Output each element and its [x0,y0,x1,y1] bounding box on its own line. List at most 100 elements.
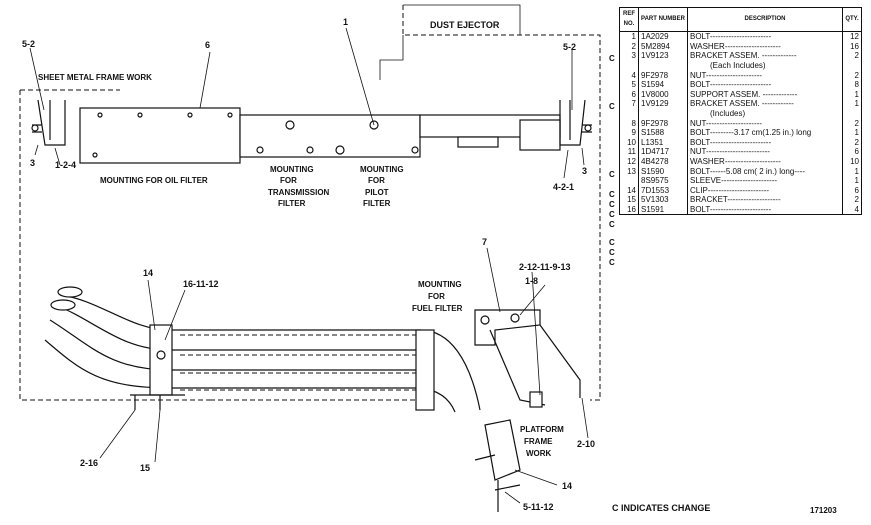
cell-ref: 11 [619,147,639,157]
cell-part: 1D4717 [638,147,688,157]
cell-part: 4B4278 [638,156,688,167]
cell-ref: 16 [619,204,639,216]
label-pilot-filter-2: FOR [368,176,385,185]
change-mark-row5: C [609,102,615,111]
callout-14-bottom: 14 [562,481,572,491]
callout-4-2-1: 4-2-1 [553,182,574,192]
cell-ref [619,108,639,119]
label-fuel-filter-2: FOR [428,292,445,301]
table-row: (Includes) [619,108,862,119]
callout-2-10: 2-10 [577,439,595,449]
label-dust-ejector: DUST EJECTOR [430,20,500,30]
cell-desc: BOLT----------------------- [687,204,843,216]
cell-desc: SUPPORT ASSEM. ------------- [687,89,843,100]
cell-desc: BRACKET ASSEM. ------------ [687,99,843,109]
cell-desc: WASHER--------------------- [687,156,843,167]
callout-5-2-left: 5-2 [22,39,35,49]
cell-qty: 12 [842,31,862,42]
cell-part: 8S9575 [638,176,688,186]
cell-part: S1594 [638,80,688,90]
change-legend: C INDICATES CHANGE [612,503,711,513]
cell-desc: BOLT----------------------- [687,31,843,42]
cell-part [638,60,688,71]
header-description: DESCRIPTION [687,6,843,33]
label-pilot-filter-1: MOUNTING [360,165,404,174]
callout-15: 15 [140,463,150,473]
cell-qty: 1 [842,99,862,109]
label-fuel-filter-3: FUEL FILTER [412,304,463,313]
cell-qty [842,60,862,71]
left-bracket [31,99,66,146]
cell-desc: BRACKET-------------------- [687,195,843,205]
cell-qty: 16 [842,41,862,52]
cell-qty: 6 [842,185,862,196]
callout-16-11-12: 16-11-12 [183,279,219,289]
cell-part: 1V8000 [638,89,688,100]
leader-lines [29,27,589,504]
label-oil-filter: MOUNTING FOR OIL FILTER [100,176,208,185]
callout-1: 1 [343,17,348,27]
cell-qty [842,108,862,119]
label-platform-3: WORK [526,449,552,458]
table-header-row: REF NO. PART NUMBER DESCRIPTION QTY. [619,6,862,33]
cell-desc: CLIP----------------------- [687,185,843,196]
fuel-filter-bracket [474,309,581,408]
callout-3-left: 3 [30,158,35,168]
cell-part: 1A2029 [638,31,688,42]
cell-qty: 10 [842,156,862,167]
cell-part: S1590 [638,166,688,177]
cell-desc: (Each Includes) [687,60,843,71]
callout-2-16: 2-16 [80,458,98,468]
label-sheet-metal: SHEET METAL FRAME WORK [38,73,152,82]
cell-desc: NUT--------------------- [687,118,843,129]
cell-desc: BOLT----------------------- [687,137,843,148]
label-trans-filter-4: FILTER [278,199,306,208]
header-qty: QTY. [842,6,862,33]
callout-3-right: 3 [582,166,587,176]
cell-ref: 2 [619,41,639,52]
cell-qty: 2 [842,137,862,148]
label-trans-filter-1: MOUNTING [270,165,314,174]
cell-ref: 6 [619,89,639,100]
label-platform-2: FRAME [524,437,553,446]
cell-qty: 2 [842,51,862,61]
table-row: (Each Includes) [619,60,862,71]
cell-ref: 4 [619,70,639,81]
cell-desc: BOLT------5.08 cm( 2 in.) long---- [687,166,843,177]
cell-part: 5M2894 [638,41,688,52]
callout-1-2-4: 1-2-4 [55,160,76,170]
frame-outline [19,5,601,401]
label-pilot-filter-3: PILOT [365,188,389,197]
cell-qty: 1 [842,89,862,100]
cell-qty: 1 [842,128,862,138]
cell-ref: 13 [619,166,639,177]
cell-ref: 5 [619,80,639,90]
cell-part: 9F2978 [638,118,688,129]
cell-ref: 9 [619,128,639,138]
callout-1-8: 1-8 [525,276,538,286]
cell-part: S1591 [638,204,688,216]
dust-ejector-outline [379,4,521,80]
parts-diagram: DUST EJECTOR SHEET METAL FRAME WORK MOUN… [19,4,601,512]
support-assembly [79,107,561,164]
label-trans-filter-3: TRANSMISSION [268,188,330,197]
cell-ref: 10 [619,137,639,148]
cell-ref: 12 [619,156,639,167]
cell-desc: BRACKET ASSEM. ------------- [687,51,843,61]
cell-qty: 2 [842,195,862,205]
cell-part: S1588 [638,128,688,138]
cell-desc: (Includes) [687,108,843,119]
label-platform-1: PLATFORM [520,425,564,434]
change-mark-row13b: C [609,220,615,229]
cell-qty: 1 [842,166,862,177]
